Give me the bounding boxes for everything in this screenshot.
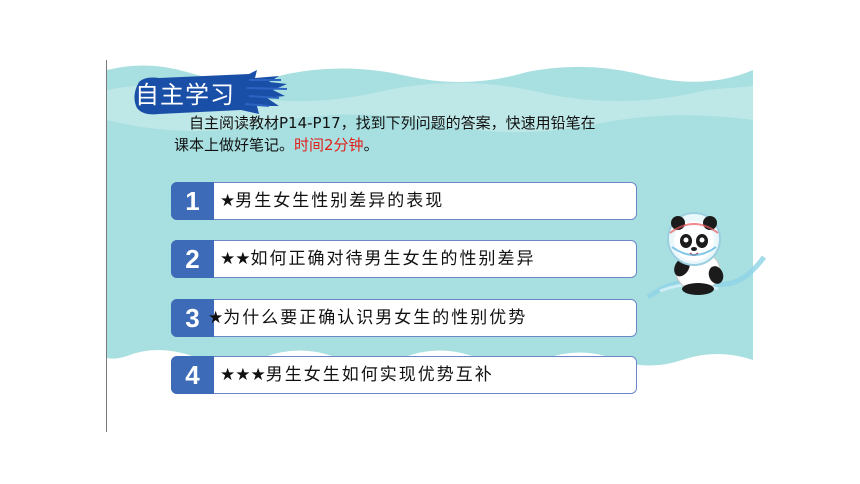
- question-item-1[interactable]: 1 ★男生女生性别差异的表现: [171, 182, 637, 220]
- intro-line-1: 自主阅读教材P14-P17，找到下列问题的答案，快速用铅笔在: [189, 114, 596, 132]
- star-rating: ★★: [220, 249, 251, 269]
- slide: 自主学习 自主阅读教材P14-P17，找到下列问题的答案，快速用铅笔在 课本上做…: [107, 60, 753, 432]
- intro-line-2-suffix: 。: [363, 136, 379, 154]
- star-rating: ★: [208, 308, 224, 328]
- intro-text: 自主阅读教材P14-P17，找到下列问题的答案，快速用铅笔在 课本上做好笔记。时…: [174, 112, 714, 156]
- intro-line-2-prefix: 课本上做好笔记。: [174, 136, 295, 154]
- question-number: 1: [171, 182, 214, 220]
- question-item-3[interactable]: 3 ★为什么要正确认识男女生的性别优势: [171, 299, 637, 337]
- time-limit: 时间2分钟: [294, 136, 364, 154]
- question-text: 男生女生如何实现优势互补: [265, 365, 494, 385]
- question-item-2[interactable]: 2 ★★如何正确对待男生女生的性别差异: [171, 240, 637, 278]
- question-item-4[interactable]: 4 ★★★男生女生如何实现优势互补: [171, 356, 637, 394]
- question-label: ★男生女生性别差异的表现: [220, 183, 444, 219]
- question-number: 3: [171, 299, 214, 337]
- section-badge: [134, 70, 288, 115]
- question-number: 2: [171, 240, 214, 278]
- question-number: 4: [171, 356, 214, 394]
- star-rating: ★★★: [220, 365, 266, 385]
- panda-mascot-icon: [646, 212, 767, 300]
- section-title: 自主学习: [135, 81, 235, 109]
- question-text: 男生女生性别差异的表现: [235, 191, 445, 211]
- question-text: 如何正确对待男生女生的性别差异: [250, 249, 536, 269]
- question-label: ★★如何正确对待男生女生的性别差异: [220, 241, 535, 277]
- slide-left-edge: [106, 60, 107, 432]
- question-label: ★为什么要正确认识男女生的性别优势: [208, 300, 527, 336]
- question-label: ★★★男生女生如何实现优势互补: [220, 357, 494, 393]
- intro-line-2: 课本上做好笔记。时间2分钟。: [174, 134, 714, 156]
- star-rating: ★: [220, 191, 236, 211]
- question-text: 为什么要正确认识男女生的性别优势: [223, 308, 528, 328]
